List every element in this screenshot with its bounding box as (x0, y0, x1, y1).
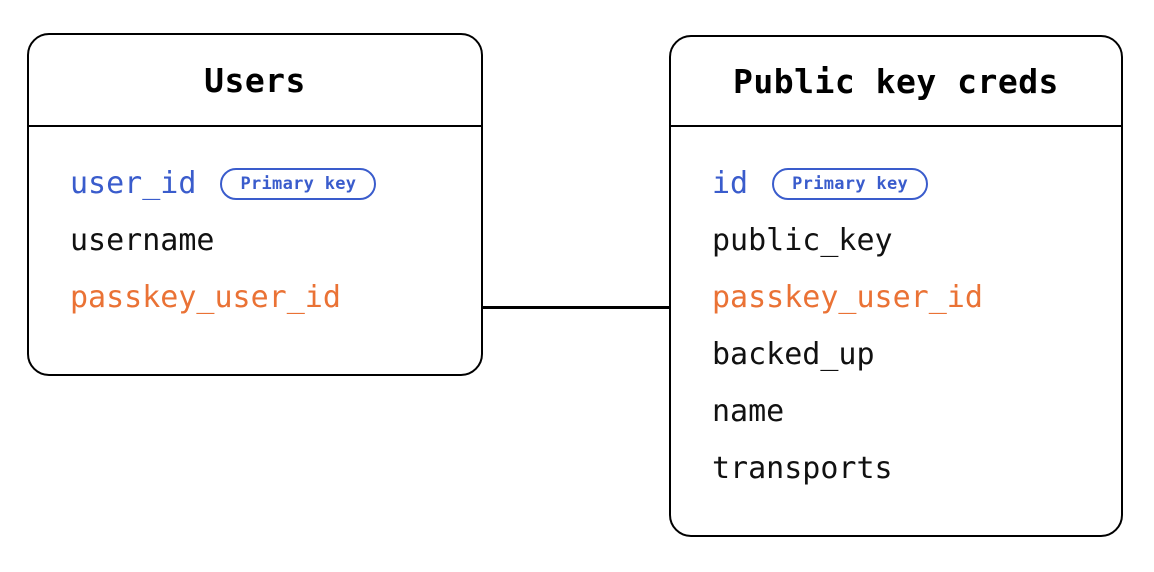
entity-table-users[interactable]: Users user_id Primary key username passk… (27, 33, 483, 376)
field-row-user-id[interactable]: user_id Primary key (29, 155, 481, 212)
primary-key-badge: Primary key (220, 167, 377, 200)
field-name-transports: transports (712, 451, 893, 486)
field-name-user-id: user_id (70, 166, 197, 201)
field-name-username: username (70, 223, 215, 258)
field-name-passkey-user-id: passkey_user_id (70, 280, 341, 315)
field-row-username[interactable]: username (29, 212, 481, 269)
entity-header-public-key-creds: Public key creds (671, 37, 1121, 127)
entity-header-users: Users (29, 35, 481, 127)
field-row-transports[interactable]: transports (671, 440, 1121, 497)
field-row-public-key[interactable]: public_key (671, 212, 1121, 269)
field-name-passkey-user-id: passkey_user_id (712, 280, 983, 315)
relationship-line-users-to-public-key-creds[interactable] (481, 306, 671, 309)
field-row-id[interactable]: id Primary key (671, 155, 1121, 212)
field-row-backed-up[interactable]: backed_up (671, 326, 1121, 383)
field-row-passkey-user-id[interactable]: passkey_user_id (29, 269, 481, 326)
entity-fields-public-key-creds: id Primary key public_key passkey_user_i… (671, 127, 1121, 535)
entity-title-users: Users (204, 60, 306, 100)
entity-title-public-key-creds: Public key creds (733, 61, 1059, 101)
entity-table-public-key-creds[interactable]: Public key creds id Primary key public_k… (669, 35, 1123, 537)
field-name-backed-up: backed_up (712, 337, 875, 372)
field-name-id: id (712, 166, 749, 201)
field-row-name[interactable]: name (671, 383, 1121, 440)
field-name-name: name (712, 394, 785, 429)
primary-key-badge: Primary key (772, 167, 929, 200)
field-row-passkey-user-id[interactable]: passkey_user_id (671, 269, 1121, 326)
entity-fields-users: user_id Primary key username passkey_use… (29, 127, 481, 374)
field-name-public-key: public_key (712, 223, 893, 258)
